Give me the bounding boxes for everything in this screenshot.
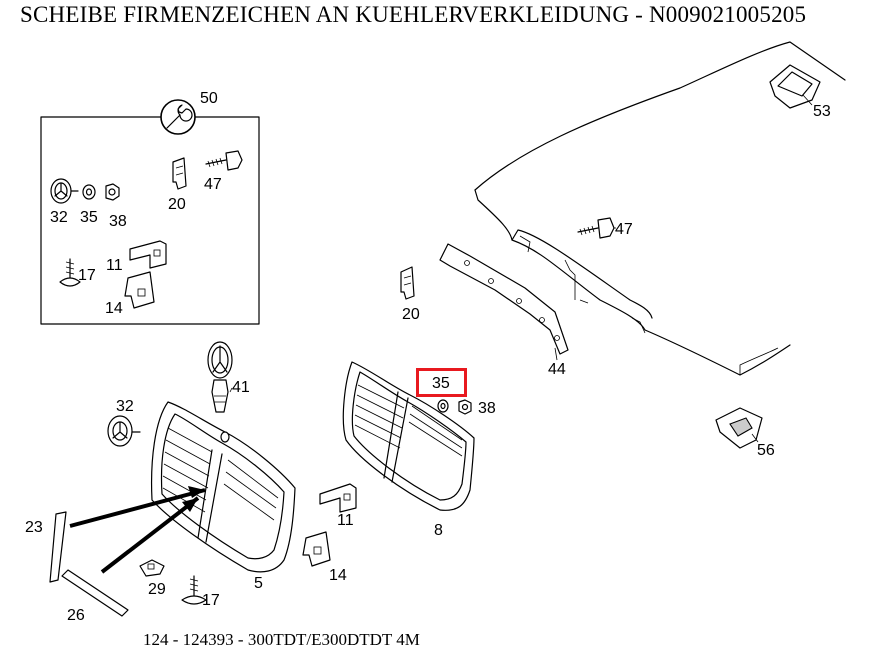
clip-29 bbox=[139, 559, 165, 577]
washer-35 bbox=[437, 399, 449, 413]
diagram-title: SCHEIBE FIRMENZEICHEN AN KUEHLERVERKLEID… bbox=[20, 2, 807, 27]
star-emblem bbox=[207, 341, 233, 413]
label-5: 5 bbox=[254, 575, 263, 592]
label-17-inset: 17 bbox=[78, 267, 96, 284]
latch-part bbox=[715, 407, 763, 449]
bracket-small-14 bbox=[124, 271, 155, 309]
grille-insert-ribs bbox=[354, 384, 463, 457]
star-emblem-small bbox=[50, 178, 79, 204]
label-11: 11 bbox=[337, 512, 354, 529]
label-29: 29 bbox=[148, 581, 166, 598]
label-26: 26 bbox=[67, 607, 85, 624]
label-38: 38 bbox=[478, 400, 496, 417]
trim-strip-26 bbox=[61, 569, 129, 617]
star-emblem-32 bbox=[107, 415, 141, 447]
label-20-inset: 20 bbox=[168, 196, 186, 213]
screw-47 bbox=[577, 217, 615, 239]
radiator-grille-frame bbox=[151, 401, 296, 573]
service-kit-inset bbox=[40, 99, 260, 325]
wrench-icon bbox=[160, 99, 196, 135]
label-20: 20 bbox=[402, 306, 420, 323]
label-8: 8 bbox=[434, 522, 443, 539]
label-47-inset: 47 bbox=[204, 176, 222, 193]
label-11-inset: 11 bbox=[106, 257, 123, 274]
trim-strip-23 bbox=[49, 511, 67, 583]
washer-small bbox=[82, 184, 96, 200]
highlight-box-35 bbox=[416, 368, 467, 397]
model-footer: 124 - 124393 - 300TDT/E300DTDT 4M bbox=[143, 630, 420, 649]
label-35: 35 bbox=[432, 375, 450, 392]
label-35-inset: 35 bbox=[80, 209, 98, 226]
assembly-arrows bbox=[69, 486, 206, 574]
label-44: 44 bbox=[548, 361, 566, 378]
nut-38 bbox=[458, 399, 472, 415]
label-47: 47 bbox=[615, 221, 633, 238]
clip-small bbox=[172, 157, 187, 190]
grille-insert bbox=[342, 361, 475, 511]
label-41: 41 bbox=[232, 379, 250, 396]
label-14-inset: 14 bbox=[105, 300, 123, 317]
callout-labels: 50 47 32 35 38 20 17 11 14 53 47 20 44 4… bbox=[25, 90, 831, 624]
label-32-inset: 32 bbox=[50, 209, 68, 226]
label-14: 14 bbox=[329, 567, 347, 584]
clip-20 bbox=[400, 266, 415, 300]
label-53: 53 bbox=[813, 103, 831, 120]
hood bbox=[474, 41, 846, 376]
bracket-14 bbox=[302, 531, 331, 567]
screw-small bbox=[205, 150, 243, 171]
bracket-11 bbox=[319, 483, 357, 513]
seal-strip bbox=[439, 243, 569, 355]
label-23: 23 bbox=[25, 519, 43, 536]
screw-self-tapping-small bbox=[59, 258, 81, 287]
label-32: 32 bbox=[116, 398, 134, 415]
nut-small bbox=[105, 183, 120, 201]
grille-frame-ribs bbox=[162, 427, 279, 521]
bracket-small-11 bbox=[129, 240, 167, 269]
label-56: 56 bbox=[757, 442, 775, 459]
label-17: 17 bbox=[202, 592, 220, 609]
label-38-inset: 38 bbox=[109, 213, 127, 230]
hood-hinge-cover bbox=[769, 64, 821, 109]
screw-17 bbox=[181, 575, 207, 605]
label-50: 50 bbox=[200, 90, 218, 107]
leader-lines bbox=[229, 94, 813, 443]
inset-frame bbox=[40, 116, 260, 325]
